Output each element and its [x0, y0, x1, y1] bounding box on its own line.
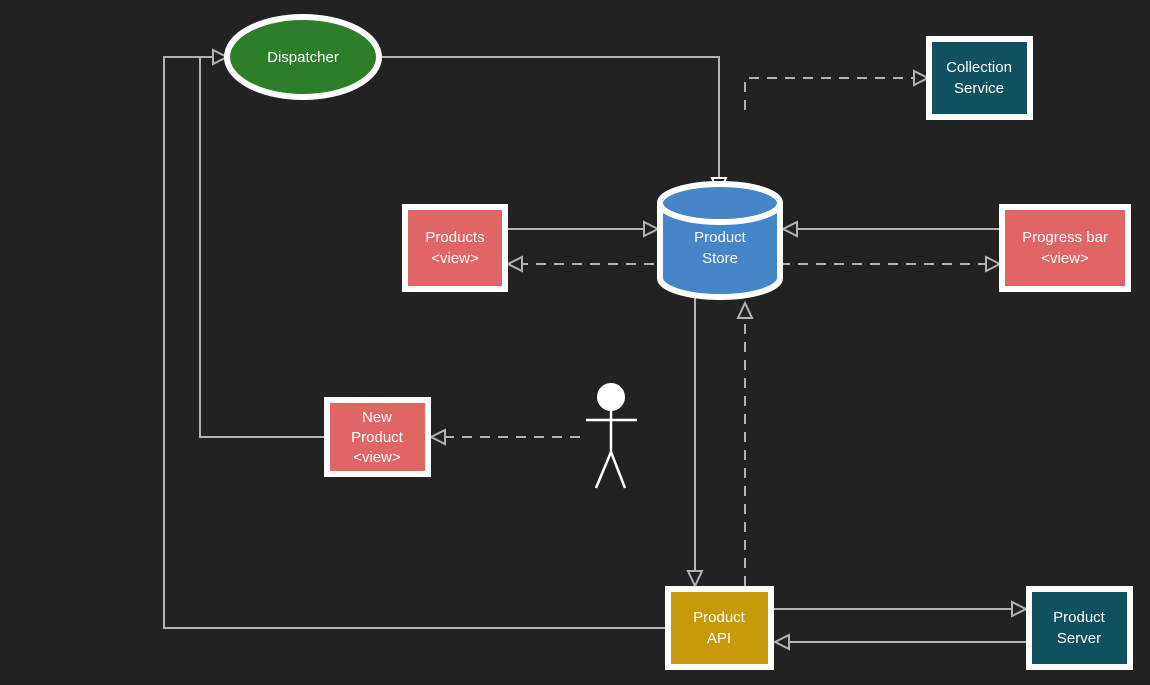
product-store-body: [657, 181, 783, 300]
actor-head-icon: [597, 383, 625, 411]
actor-stick-figure[interactable]: [586, 383, 637, 489]
edge-product-server-to-product-api[interactable]: [772, 633, 1026, 651]
edge-product-api-to-product-server[interactable]: [774, 600, 1029, 618]
dispatcher-shape: [224, 14, 382, 100]
progress-bar-view-shape: [999, 204, 1131, 292]
product-api-shape: [665, 586, 774, 670]
product-api-node[interactable]: Product API: [665, 586, 774, 670]
product-server-shape: [1026, 586, 1133, 670]
collection-service-shape: [926, 36, 1033, 120]
dispatcher-node[interactable]: Dispatcher: [224, 14, 382, 100]
collection-service-node[interactable]: Collection Service: [926, 36, 1033, 120]
edge-product-api-to-product-store[interactable]: [736, 300, 754, 586]
edge-progress-bar-view-to-product-store[interactable]: [780, 220, 999, 238]
new-product-view-shape: [324, 397, 431, 477]
new-product-view-node[interactable]: New Product <view>: [324, 397, 431, 477]
edge-actor-to-new-product-view[interactable]: [428, 428, 580, 446]
edge-product-api-to-dispatcher[interactable]: [163, 48, 665, 629]
edge-products-view-to-product-store[interactable]: [508, 220, 661, 238]
edge-product-store-to-product-api[interactable]: [686, 297, 704, 589]
product-server-node[interactable]: Product Server: [1026, 586, 1133, 670]
product-store-top-ellipse: [657, 202, 783, 225]
edge-product-store-to-collection-service[interactable]: [744, 69, 931, 110]
product-store-node[interactable]: Product Store: [657, 181, 783, 300]
actor-right-leg-icon: [609, 451, 627, 489]
products-view-node[interactable]: Products <view>: [402, 204, 508, 292]
products-view-shape: [402, 204, 508, 292]
edge-product-store-to-progress-bar-view[interactable]: [780, 255, 1003, 273]
actor-left-leg-icon: [594, 451, 613, 489]
progress-bar-view-node[interactable]: Progress bar <view>: [999, 204, 1131, 292]
